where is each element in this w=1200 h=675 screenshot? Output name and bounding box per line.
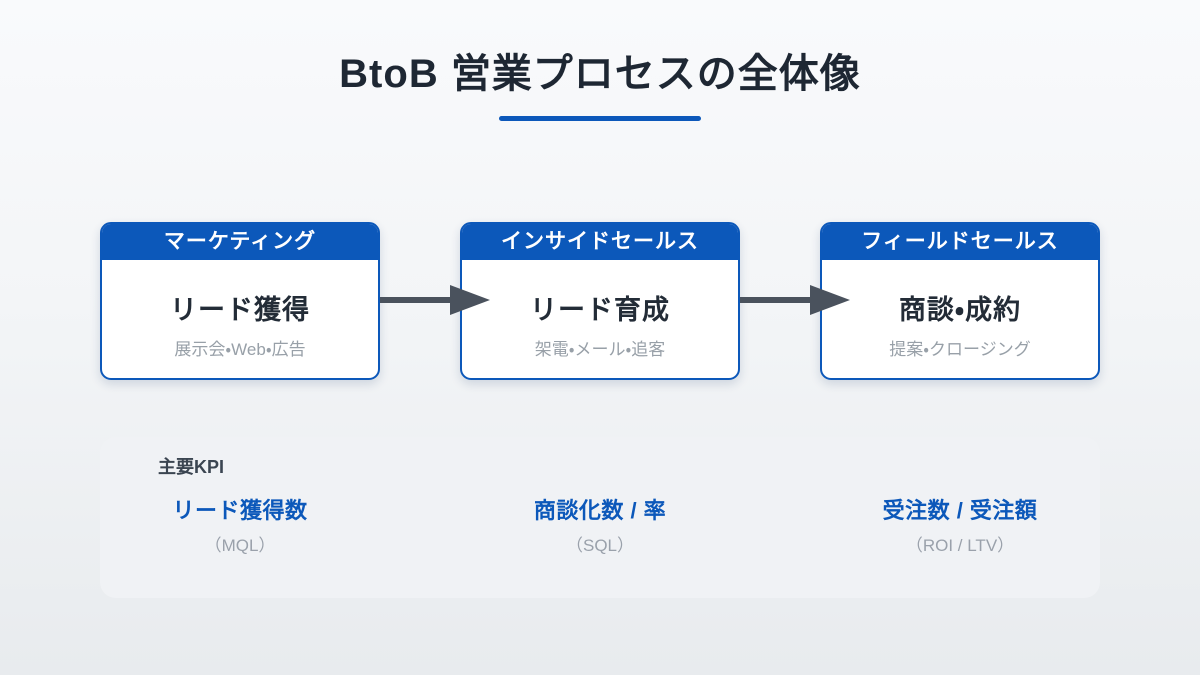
flow-arrow-icon [380,285,490,315]
stage-detail: 展示会・Web・広告 [174,340,306,359]
kpi-heading: 主要KPI [158,457,225,477]
kpi-item-order-amount: 受注数 / 受注額 （ROI / LTV） [820,498,1100,557]
stage-body: 商談・成約 提案・クロージング [822,260,1098,360]
stage-card-marketing: マーケティング リード獲得 展示会・Web・広告 [100,222,380,380]
stage-role-badge: マーケティング [102,224,378,260]
kpi-item-opportunity-rate: 商談化数 / 率 （SQL） [460,498,740,557]
kpi-item-lead-count: リード獲得数 （MQL） [100,498,380,557]
kpi-label: リード獲得数 [172,498,308,523]
flow-arrow-icon [740,285,850,315]
kpi-label: 商談化数 / 率 [533,498,667,523]
kpi-sub-label: （ROI / LTV） [905,536,1015,555]
stage-step-title: リード獲得 [170,295,310,325]
kpi-label: 受注数 / 受注額 [882,498,1038,523]
stage-role-badge: フィールドセールス [822,224,1098,260]
stage-detail: 提案・クロージング [889,340,1031,359]
stage-step-title: リード育成 [530,295,670,325]
kpi-panel: 主要KPI リード獲得数 （MQL） 商談化数 / 率 （SQL） 受注数 / … [100,437,1100,598]
stage-card-field-sales: フィールドセールス 商談・成約 提案・クロージング [820,222,1100,380]
kpi-sub-label: （MQL） [204,536,276,555]
kpi-sub-label: （SQL） [565,536,635,555]
page-title: BtoB 営業プロセスの全体像 [339,52,861,96]
stage-role-badge: インサイドセールス [462,224,738,260]
arrow-shaft [380,297,454,303]
title-underline [499,116,701,121]
arrow-shaft [740,297,814,303]
arrow-head [810,285,850,315]
stage-body: リード育成 架電・メール・追客 [462,260,738,360]
stage-body: リード獲得 展示会・Web・広告 [102,260,378,360]
stage-card-inside-sales: インサイドセールス リード育成 架電・メール・追客 [460,222,740,380]
stage-step-title: 商談・成約 [898,295,1022,325]
stage-detail: 架電・メール・追客 [534,340,666,359]
arrow-head [450,285,490,315]
